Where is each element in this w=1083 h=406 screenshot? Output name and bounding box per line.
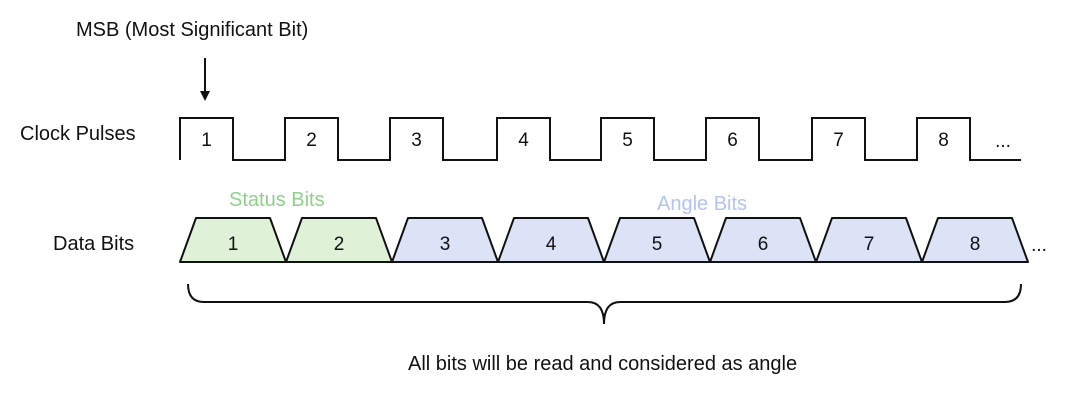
data-bit-number: 7 [864,234,875,255]
clock-waveform [179,117,1021,161]
clock-pulse-numbers: 1 2 3 4 5 6 7 8 [201,130,949,151]
clock-pulse-number: 7 [833,130,844,151]
data-bit-angle [603,217,711,263]
clock-pulse-number: 1 [201,130,212,151]
msb-label: MSB (Most Significant Bit) [76,19,309,41]
clock-pulse-number: 4 [518,130,529,151]
data-bit-status [179,217,287,263]
clock-pulse-number: 5 [622,130,633,151]
clock-pulse-number: 8 [938,130,949,151]
data-bits: 1 2 3 4 5 6 7 8 [179,217,1029,263]
angle-bits-label: Angle Bits [657,193,748,215]
clock-pulse-number: 2 [306,130,317,151]
data-bit-number: 3 [440,234,451,255]
curly-brace [187,283,1022,325]
data-bit-angle [815,217,923,263]
data-bit-angle [709,217,817,263]
msb-arrow [200,58,210,101]
data-bits-label: Data Bits [53,233,135,255]
data-bit-number: 1 [228,234,239,255]
data-bit-number: 4 [546,234,557,255]
data-bit-number: 5 [652,234,663,255]
status-bits-label: Status Bits [229,189,325,211]
data-bit-angle [497,217,605,263]
data-bit-number: 2 [334,234,345,255]
data-ellipsis: ... [1031,235,1047,256]
brace-caption: All bits will be read and considered as … [408,353,798,375]
data-bit-angle [921,217,1029,263]
data-bit-number: 8 [970,234,981,255]
clock-pulse-number: 6 [727,130,738,151]
clock-pulses-label: Clock Pulses [20,123,136,145]
clock-ellipsis: ... [995,131,1011,152]
data-bit-angle [391,217,499,263]
data-bit-status [285,217,393,263]
data-bit-number: 6 [758,234,769,255]
clock-pulse-number: 3 [411,130,422,151]
